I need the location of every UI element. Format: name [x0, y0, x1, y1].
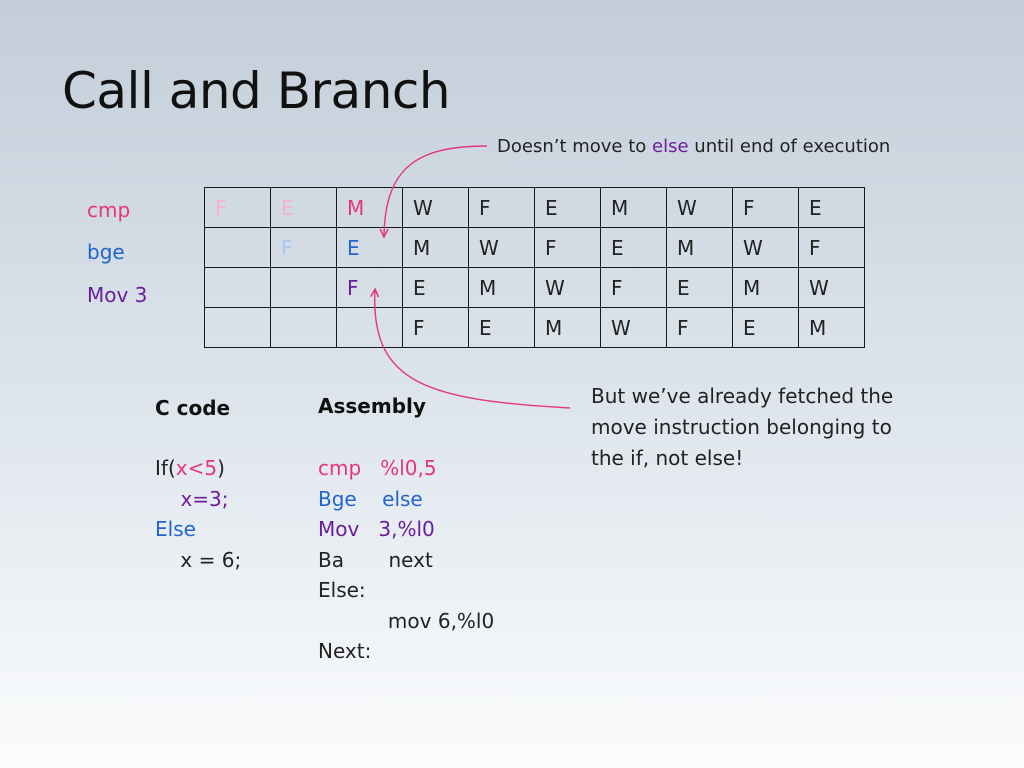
c-code-line-segment: x=3; — [180, 486, 229, 511]
pipeline-cell: M — [666, 227, 733, 268]
assembly-heading: Assembly — [318, 394, 426, 418]
annotation-top: Doesn’t move to else until end of execut… — [497, 136, 890, 157]
assembly-line-segment: Next: — [318, 639, 372, 663]
pipeline-cell: F — [204, 187, 271, 228]
row-label-mov: Mov 3 — [87, 283, 148, 307]
pipeline-cell: E — [468, 307, 535, 348]
pipeline-cell: E — [732, 307, 799, 348]
c-code-line: Else — [155, 517, 196, 541]
assembly-line-segment: mov 6,%l0 — [318, 608, 495, 633]
assembly-line-segment: Bge else — [318, 486, 423, 511]
pipeline-cell: W — [666, 187, 733, 228]
c-code-line-segment: ) — [217, 456, 225, 480]
annotation-top-else: else — [652, 136, 689, 157]
assembly-line: Mov 3,%l0 — [318, 517, 435, 541]
c-code-heading: C code — [155, 396, 231, 420]
pipeline-cell: M — [732, 267, 799, 308]
pipeline-cell: W — [798, 267, 865, 308]
c-code-line-segment: If( — [155, 456, 176, 480]
assembly-line: cmp %l0,5 — [318, 456, 437, 480]
pipeline-cell: W — [732, 227, 799, 268]
assembly-line: Ba next — [318, 548, 433, 572]
annotation-top-prefix: Doesn’t move to — [497, 136, 653, 157]
pipeline-cell: F — [402, 307, 469, 348]
assembly-line: mov 6,%l0 — [318, 609, 494, 633]
assembly-line: Next: — [318, 639, 371, 663]
pipeline-cell: M — [336, 187, 403, 228]
assembly-line: Bge else — [318, 487, 423, 511]
pipeline-cell: E — [600, 227, 667, 268]
annotation-right: But we’ve already fetched the move instr… — [591, 384, 894, 470]
c-code-line-segment: x<5 — [175, 456, 218, 480]
pipeline-cell: W — [534, 267, 601, 308]
assembly-line-segment: Mov 3,%l0 — [318, 517, 435, 541]
pipeline-cell: M — [798, 307, 865, 348]
assembly-line-segment: Else: — [318, 578, 366, 602]
pipeline-cell: M — [468, 267, 535, 308]
pipeline-cell: E — [666, 267, 733, 308]
pipeline-cell — [270, 267, 337, 308]
pipeline-cell: F — [270, 227, 337, 268]
c-code-line: If(x<5) — [155, 456, 225, 480]
c-code-line: x=3; — [155, 486, 229, 511]
annotation-top-suffix: until end of execution — [688, 136, 891, 157]
row-label-bge: bge — [87, 240, 125, 264]
arrow-to-mov-fetch — [375, 290, 571, 409]
c-code-line-segment: Else — [155, 517, 196, 541]
pipeline-cell: F — [666, 307, 733, 348]
arrow-to-bge-execute — [384, 145, 488, 236]
row-label-cmp: cmp — [87, 198, 131, 222]
c-code-line: x = 6; — [155, 548, 241, 572]
pipeline-cell: W — [468, 227, 535, 268]
assembly-line-segment: Ba next — [318, 547, 433, 572]
pipeline-cell: E — [534, 187, 601, 228]
pipeline-cell — [270, 307, 337, 348]
pipeline-cell: M — [534, 307, 601, 348]
assembly-line: Else: — [318, 578, 366, 602]
slide-title: Call and Branch — [62, 62, 451, 120]
pipeline-cell: W — [402, 187, 469, 228]
pipeline-cell: E — [402, 267, 469, 308]
assembly-line-segment: cmp %l0,5 — [318, 456, 437, 480]
c-code-line-segment: x = 6; — [155, 547, 242, 572]
pipeline-cell: E — [270, 187, 337, 228]
